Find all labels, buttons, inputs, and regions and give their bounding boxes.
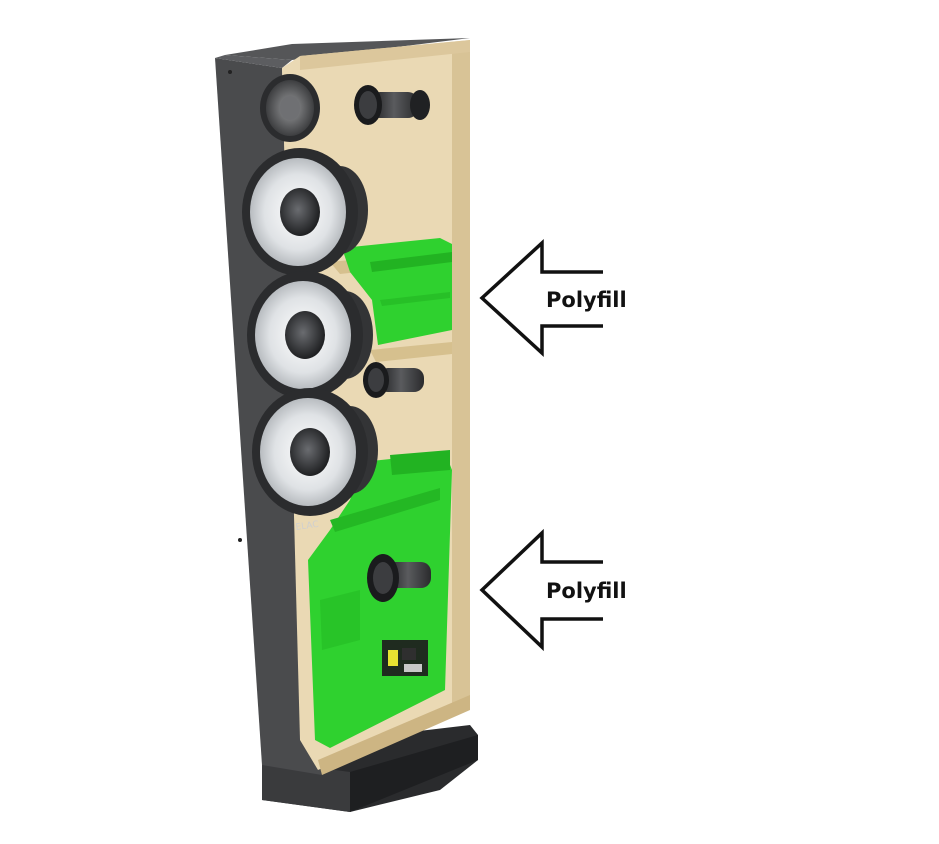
polyfill-callout-upper: Polyfill <box>546 288 627 312</box>
polyfill-callout-lower: Polyfill <box>546 579 627 603</box>
polyfill-upper <box>342 238 452 345</box>
brand-mark: ELAC <box>295 520 319 533</box>
bass-port-icon <box>354 85 431 602</box>
tweeter-icon <box>260 74 320 142</box>
arrow-left-icon <box>479 239 603 652</box>
cabinet-top <box>225 38 470 60</box>
crossover-board-icon <box>382 640 428 676</box>
woofer-icon <box>242 148 378 516</box>
